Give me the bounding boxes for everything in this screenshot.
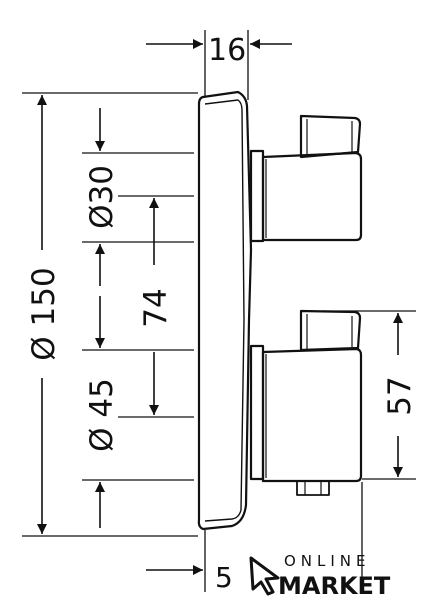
cursor-arrow-icon xyxy=(249,556,280,596)
dim-overall-height: Ø 150 xyxy=(26,267,62,360)
dim-lower-handle-height: 57 xyxy=(382,376,418,415)
upper-handle xyxy=(249,114,363,243)
dim-handle-spacing: 74 xyxy=(138,288,174,327)
dim-upper-handle-dia: Ø30 xyxy=(84,165,120,229)
dim-top-width: 16 xyxy=(208,33,246,68)
extension-lines xyxy=(22,30,416,592)
watermark-logo: ONLINE MARKET xyxy=(244,552,394,612)
dim-lower-handle-dia: Ø 45 xyxy=(84,378,120,452)
dimension-lines xyxy=(37,39,403,575)
wall-plate xyxy=(197,90,253,531)
watermark-line2: MARKET xyxy=(278,572,391,600)
dim-bottom-width: 5 xyxy=(215,561,233,594)
lower-handle xyxy=(249,309,363,496)
watermark-line1: ONLINE xyxy=(284,552,371,570)
